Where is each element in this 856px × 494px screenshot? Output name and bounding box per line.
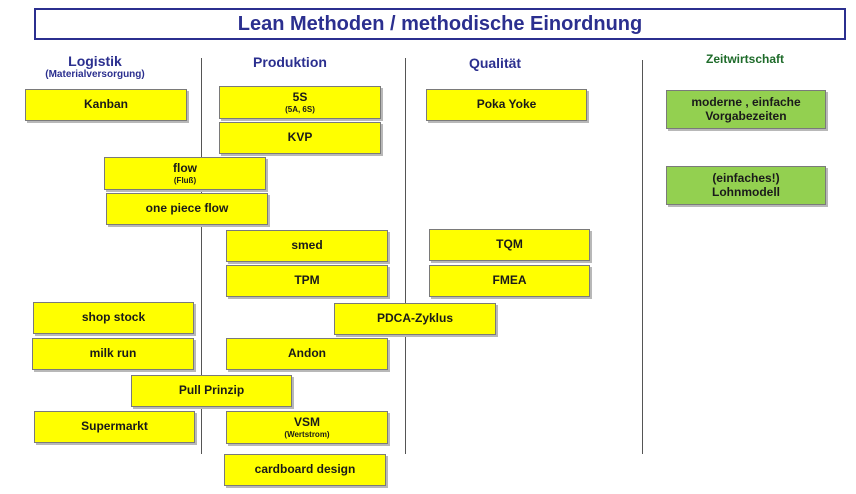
divider-qualitaet-zeitwirtschaft: [642, 60, 643, 454]
box-andon: Andon: [226, 338, 388, 370]
box-vorgabezeiten: moderne , einfache Vorgabezeiten: [666, 90, 826, 129]
box-lohnmodell-label: (einfaches!) Lohnmodell: [712, 170, 780, 199]
box-vsm: VSM (Wertstrom): [226, 411, 388, 444]
box-one-piece-flow: one piece flow: [106, 193, 268, 225]
box-kanban-label: Kanban: [83, 97, 128, 112]
box-5s: 5S (5A, 6S): [219, 86, 381, 119]
box-shop-stock: shop stock: [33, 302, 194, 334]
box-kvp-label: KVP: [287, 130, 313, 145]
box-supermarkt: Supermarkt: [34, 411, 195, 443]
box-flow-sub: (Fluß): [173, 175, 197, 185]
diagram-title-text: Lean Methoden / methodische Einordnung: [237, 12, 643, 35]
box-fmea-label: FMEA: [492, 273, 527, 288]
box-cardboard-design-label: cardboard design: [254, 462, 356, 477]
box-lohnmodell: (einfaches!) Lohnmodell: [666, 166, 826, 205]
diagram-title: Lean Methoden / methodische Einordnung: [34, 8, 846, 40]
column-heading-produktion: Produktion: [230, 54, 350, 70]
box-smed: smed: [226, 230, 388, 262]
box-milk-run: milk run: [32, 338, 194, 370]
column-heading-qualitaet: Qualität: [445, 55, 545, 71]
box-tpm: TPM: [226, 265, 388, 297]
box-flow-label: flow: [173, 161, 197, 175]
column-heading-logistik-sub: (Materialversorgung): [45, 69, 145, 81]
column-heading-zeitwirtschaft: Zeitwirtschaft: [680, 52, 810, 66]
box-flow: flow (Fluß): [104, 157, 266, 190]
box-milk-run-label: milk run: [89, 346, 137, 361]
box-pull-prinzip: Pull Prinzip: [131, 375, 292, 407]
divider-produktion-qualitaet: [405, 58, 406, 454]
box-smed-label: smed: [291, 238, 323, 253]
box-5s-sub: (5A, 6S): [285, 104, 315, 114]
box-one-piece-flow-label: one piece flow: [145, 201, 229, 216]
box-fmea: FMEA: [429, 265, 590, 297]
box-tqm-label: TQM: [496, 237, 523, 252]
column-heading-logistik-main: Logistik: [68, 53, 122, 69]
column-heading-zeitwirtschaft-main: Zeitwirtschaft: [705, 52, 784, 66]
box-cardboard-design: cardboard design: [224, 454, 386, 486]
box-pull-prinzip-label: Pull Prinzip: [178, 383, 245, 398]
box-vsm-sub: (Wertstrom): [284, 429, 330, 439]
column-heading-qualitaet-main: Qualität: [468, 55, 522, 71]
box-vsm-label: VSM: [293, 415, 320, 429]
box-vorgabezeiten-label: moderne , einfache Vorgabezeiten: [691, 94, 801, 123]
box-kanban: Kanban: [25, 89, 187, 121]
column-heading-logistik: Logistik (Materialversorgung): [30, 53, 160, 81]
box-5s-label: 5S: [292, 90, 308, 104]
box-tqm: TQM: [429, 229, 590, 261]
box-kvp: KVP: [219, 122, 381, 154]
box-poka-yoke-label: Poka Yoke: [476, 97, 537, 112]
box-pdca-zyklus: PDCA-Zyklus: [334, 303, 496, 335]
box-shop-stock-label: shop stock: [81, 310, 146, 325]
divider-logistik-produktion: [201, 58, 202, 454]
box-poka-yoke: Poka Yoke: [426, 89, 587, 121]
box-andon-label: Andon: [288, 346, 326, 361]
box-supermarkt-label: Supermarkt: [81, 419, 148, 434]
box-pdca-zyklus-label: PDCA-Zyklus: [376, 311, 453, 326]
column-heading-produktion-main: Produktion: [253, 54, 327, 70]
box-tpm-label: TPM: [294, 273, 320, 288]
